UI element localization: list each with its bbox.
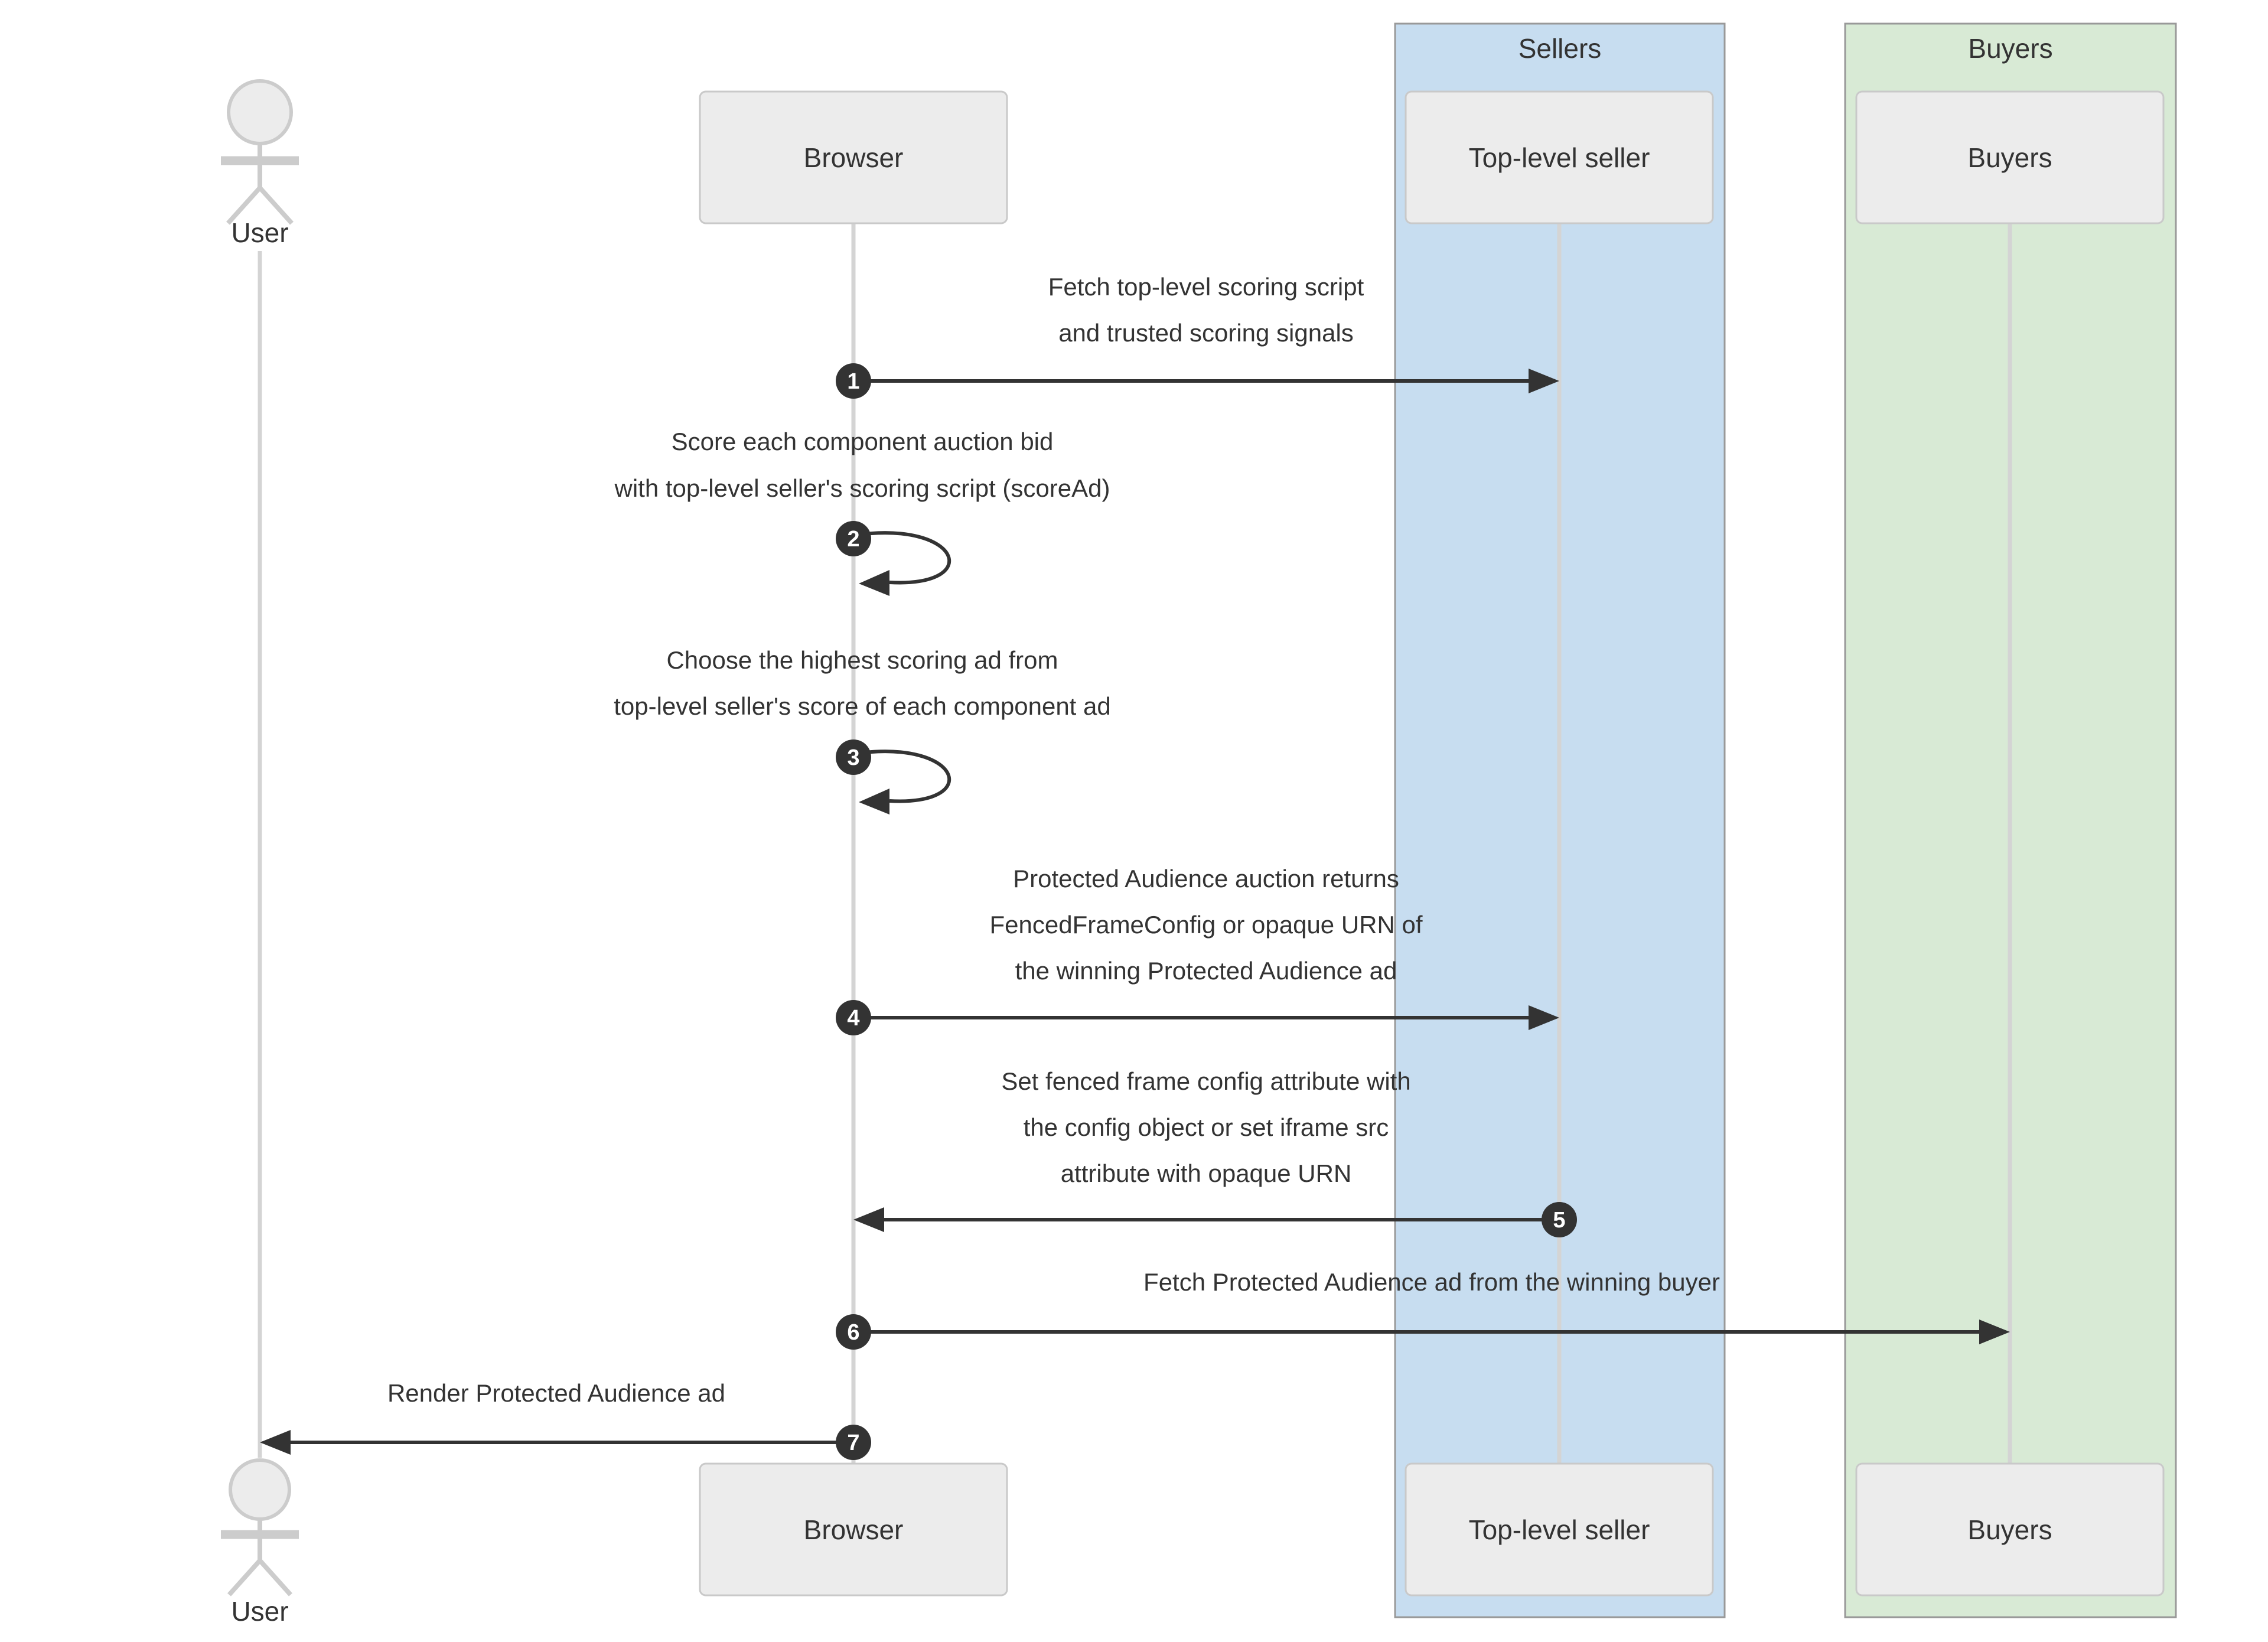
message-7-seq-number: 7 (847, 1431, 859, 1455)
browser-participant-top: Browser (699, 90, 1008, 224)
user-actor-top: User (221, 79, 299, 248)
message-1-seq-number: 1 (847, 369, 859, 394)
message-4-label-line-2: FencedFrameConfig or opaque URN of (989, 911, 1422, 939)
message-4-arrowhead-icon (1529, 1005, 1559, 1030)
message-4-seq-badge (836, 1000, 871, 1035)
user-actor-head-icon (227, 79, 293, 145)
message-5-seq-number: 5 (1553, 1208, 1565, 1233)
buyers-box-bottom (1855, 1462, 2165, 1597)
message-3-self-loop-arrow (854, 750, 951, 803)
top-level-seller-label-top: Top-level seller (1469, 142, 1650, 173)
message-2-seq-number: 2 (847, 527, 859, 552)
message-2: Score each component auction bid with to… (614, 428, 1110, 596)
message-3-arrowhead-icon (859, 789, 889, 815)
top-level-seller-box-top (1405, 90, 1714, 224)
user-label-top: User (231, 217, 288, 248)
browser-participant-bottom: Browser (699, 1462, 1008, 1597)
message-6-seq-badge (836, 1314, 871, 1350)
message-2-seq-badge (836, 521, 871, 556)
buyers-label-top: Buyers (1967, 142, 2052, 173)
message-1-label-line-1: Fetch top-level scoring script (1048, 273, 1364, 301)
message-2-arrowhead-icon (859, 570, 889, 596)
buyers-box-top (1855, 90, 2165, 224)
browser-box-bottom (699, 1462, 1008, 1597)
browser-label-bottom: Browser (804, 1514, 904, 1545)
message-2-label-line-2: with top-level seller's scoring script (… (614, 474, 1110, 502)
buyers-label-bottom: Buyers (1967, 1514, 2052, 1545)
message-6-arrowhead-icon (1979, 1320, 2010, 1344)
message-1: Fetch top-level scoring script and trust… (836, 273, 1559, 399)
sellers-group-label: Sellers (1518, 33, 1602, 64)
user-actor-bottom-head-icon (229, 1458, 291, 1521)
user-label-bottom: User (231, 1596, 288, 1627)
top-level-seller-participant-top: Top-level seller (1405, 90, 1714, 224)
user-actor-leg-left (226, 186, 262, 225)
buyers-group-label: Buyers (1968, 33, 2052, 64)
buyers-participant-bottom: Buyers (1855, 1462, 2165, 1597)
user-actor-bottom-leg-right (258, 1559, 292, 1597)
message-3-seq-badge (836, 739, 871, 775)
message-7: Render Protected Audience ad 7 (260, 1379, 871, 1460)
message-4: Protected Audience auction returns Fence… (836, 865, 1559, 1035)
message-6-seq-number: 6 (847, 1320, 859, 1345)
user-actor-bottom-leg-left (227, 1559, 262, 1597)
message-5-seq-badge (1542, 1202, 1577, 1237)
message-5: Set fenced frame config attribute with t… (853, 1067, 1577, 1237)
message-7-arrowhead-icon (260, 1430, 291, 1455)
message-2-self-loop-arrow (854, 531, 951, 585)
message-3-seq-number: 3 (847, 745, 859, 770)
user-actor-leg-right (258, 186, 294, 225)
message-3-label-line-1: Choose the highest scoring ad from (666, 646, 1058, 674)
user-actor-bottom: User (221, 1458, 299, 1627)
top-level-seller-participant-bottom: Top-level seller (1405, 1462, 1714, 1597)
message-7-seq-badge (836, 1425, 871, 1460)
browser-label-top: Browser (804, 142, 904, 173)
message-5-label-line-2: the config object or set iframe src (1024, 1113, 1389, 1141)
message-6: Fetch Protected Audience ad from the win… (836, 1268, 2010, 1350)
message-4-label-line-3: the winning Protected Audience ad (1015, 957, 1397, 985)
message-1-seq-badge (836, 363, 871, 399)
message-7-label-line-1: Render Protected Audience ad (387, 1379, 725, 1407)
top-level-seller-box-bottom (1405, 1462, 1714, 1597)
message-5-label-line-3: attribute with opaque URN (1061, 1159, 1352, 1187)
browser-box-top (699, 90, 1008, 224)
message-2-label-line-1: Score each component auction bid (672, 428, 1054, 455)
message-3-label-line-2: top-level seller's score of each compone… (614, 692, 1110, 720)
message-1-arrowhead-icon (1529, 369, 1559, 393)
message-5-label-line-1: Set fenced frame config attribute with (1001, 1067, 1410, 1095)
buyers-participant-top: Buyers (1855, 90, 2165, 224)
message-4-label-line-1: Protected Audience auction returns (1013, 865, 1399, 892)
message-4-seq-number: 4 (847, 1006, 859, 1031)
message-5-arrowhead-icon (853, 1207, 884, 1232)
message-6-label-line-1: Fetch Protected Audience ad from the win… (1143, 1268, 1720, 1296)
top-level-seller-label-bottom: Top-level seller (1469, 1514, 1650, 1545)
message-3: Choose the highest scoring ad from top-l… (614, 646, 1111, 815)
message-1-label-line-2: and trusted scoring signals (1058, 319, 1354, 347)
